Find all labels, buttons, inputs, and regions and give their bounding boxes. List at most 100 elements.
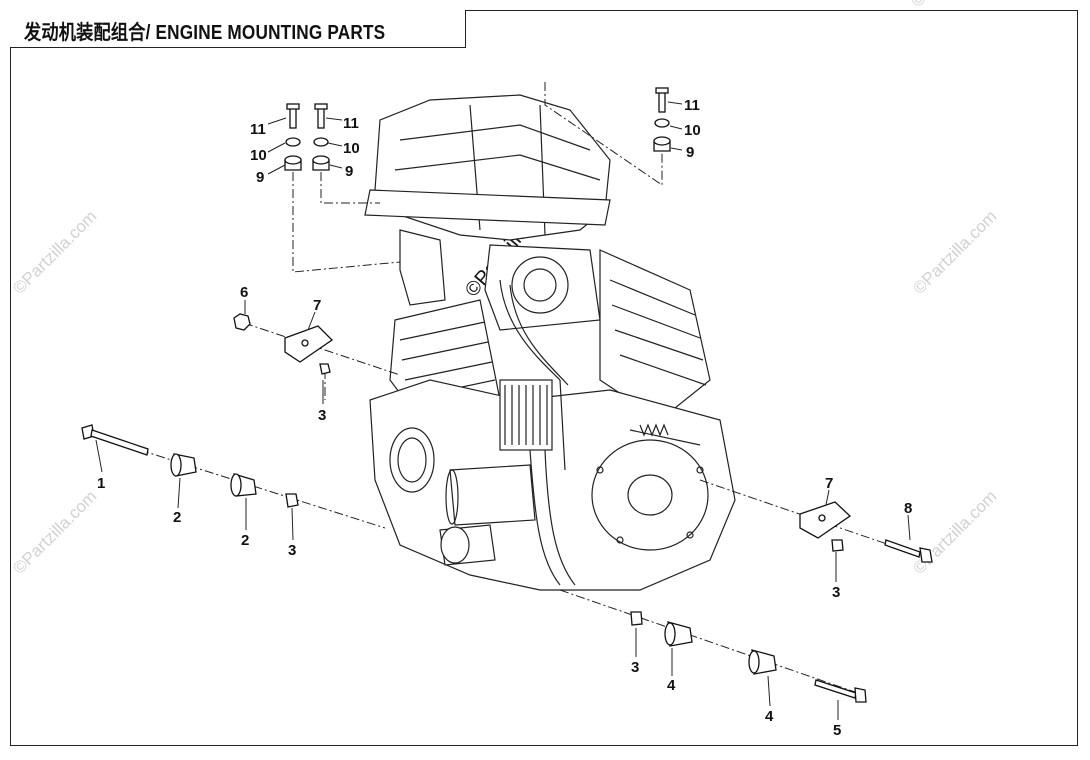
title-box <box>10 10 466 48</box>
starter-motor <box>449 464 536 526</box>
starter-end <box>445 469 459 525</box>
leader-lines <box>95 101 911 720</box>
callout-4-a: 4 <box>667 677 676 694</box>
hose-2 <box>509 284 569 386</box>
line-mount-right <box>699 479 926 558</box>
bolt-3 <box>616 536 624 544</box>
grommet-9-a-top <box>284 155 302 165</box>
left-cover-circle <box>389 427 435 493</box>
callout-6: 6 <box>240 284 248 301</box>
line-mount-left <box>243 322 401 376</box>
callout-10-c: 10 <box>684 122 701 139</box>
bolt-5-head <box>854 687 867 703</box>
callout-3-a: 3 <box>318 407 326 424</box>
line-lower-bolt <box>559 589 856 693</box>
throttle-ring <box>511 256 569 314</box>
callout-9-b: 9 <box>345 163 353 180</box>
diagram-title: 发动机装配组合/ ENGINE MOUNTING PARTS <box>24 22 386 44</box>
intake-left <box>399 229 446 306</box>
bolt-11-c <box>658 91 666 113</box>
part-drawings <box>81 87 933 703</box>
airbox-ridge-1 <box>399 124 591 151</box>
outlet-pipe-end <box>440 526 470 564</box>
airbox-base <box>364 189 611 226</box>
callout-10-b: 10 <box>343 140 360 157</box>
bolt-8-shaft <box>884 539 921 558</box>
callout-5: 5 <box>833 722 841 739</box>
bushing-4-b-end <box>748 650 760 674</box>
drawing-frame <box>10 10 1078 746</box>
nut-3-d <box>630 611 643 626</box>
engine-illustration <box>364 94 736 591</box>
left-cover-inner <box>397 437 427 483</box>
callout-11-b: 11 <box>343 115 359 132</box>
airbox-ridge-2 <box>394 154 601 181</box>
callout-3-b: 3 <box>288 542 296 559</box>
watermark-right-top: ©Partzilla.com <box>909 207 1000 298</box>
callout-2-a: 2 <box>173 509 181 526</box>
bolt-11-a-head <box>286 103 300 110</box>
throttle-inner <box>523 268 557 302</box>
grommet-9-b-top <box>312 155 330 165</box>
callout-7-b: 7 <box>825 475 833 492</box>
callout-4-b: 4 <box>765 708 774 725</box>
mount-bracket-7-right-hole <box>818 514 826 522</box>
top-left-stack-b <box>312 103 330 171</box>
bolt-11-b <box>317 107 325 129</box>
bolt-2 <box>696 466 704 474</box>
bolt-8-head <box>919 547 933 563</box>
lower-hose-1 <box>529 449 561 586</box>
stator-cover-hub <box>627 474 673 516</box>
bolt-4 <box>686 531 694 539</box>
callout-2-b: 2 <box>241 532 249 549</box>
bolt-11-c-head <box>655 87 669 94</box>
grommet-9-c-top <box>653 136 671 146</box>
callout-3-d: 3 <box>631 659 639 676</box>
washer-10-c <box>654 118 670 128</box>
bolt-1 <box>596 466 604 474</box>
callout-11-a: 11 <box>250 121 266 138</box>
nut-3-a <box>319 363 331 375</box>
hose-1 <box>499 279 561 381</box>
spring-rod <box>629 429 701 446</box>
top-right-stack <box>653 87 671 152</box>
line-top-right <box>544 82 663 186</box>
nut-6 <box>233 313 251 331</box>
front-cylinder-fins <box>399 321 496 399</box>
callout-10-a: 10 <box>250 147 267 164</box>
callout-9-a: 9 <box>256 169 264 186</box>
spring-coil <box>639 423 669 437</box>
bushing-2-a-end <box>170 453 182 477</box>
bolt-1-shaft <box>90 429 149 456</box>
throttle-body <box>484 244 601 331</box>
rear-cylinder-fins <box>609 279 707 386</box>
watermark-left-bottom: ©Partzilla.com <box>9 487 100 578</box>
rear-cylinder <box>599 249 711 421</box>
watermark-top-right: ©Partzilla.com <box>907 0 998 11</box>
nut-3-c <box>831 539 844 552</box>
bolt-11-b-head <box>314 103 328 110</box>
bolt-5-shaft <box>814 679 857 699</box>
callout-3-c: 3 <box>832 584 840 601</box>
callout-11-c: 11 <box>684 97 700 114</box>
callout-1: 1 <box>97 475 105 492</box>
line-top-mid <box>320 172 380 204</box>
line-top-left <box>292 172 401 273</box>
oil-cooler-fins <box>504 385 548 445</box>
vertical-hose <box>559 379 566 471</box>
mount-bracket-7-left-hole <box>301 339 309 347</box>
callout-8: 8 <box>904 500 912 517</box>
bolt-11-a <box>289 107 297 129</box>
callout-7-a: 7 <box>313 297 321 314</box>
watermark-right-bottom: ©Partzilla.com <box>909 487 1000 578</box>
nut-3-b <box>285 493 299 508</box>
washer-10-a <box>285 137 301 147</box>
stator-cover <box>591 439 709 551</box>
lower-hose-2 <box>544 449 576 586</box>
bushing-2-b-end <box>230 473 242 497</box>
bushing-4-a-end <box>664 622 676 646</box>
callout-9-c: 9 <box>686 144 694 161</box>
callout-labels: 11 10 9 11 10 9 11 10 9 6 7 3 1 2 2 3 7 … <box>97 97 912 739</box>
